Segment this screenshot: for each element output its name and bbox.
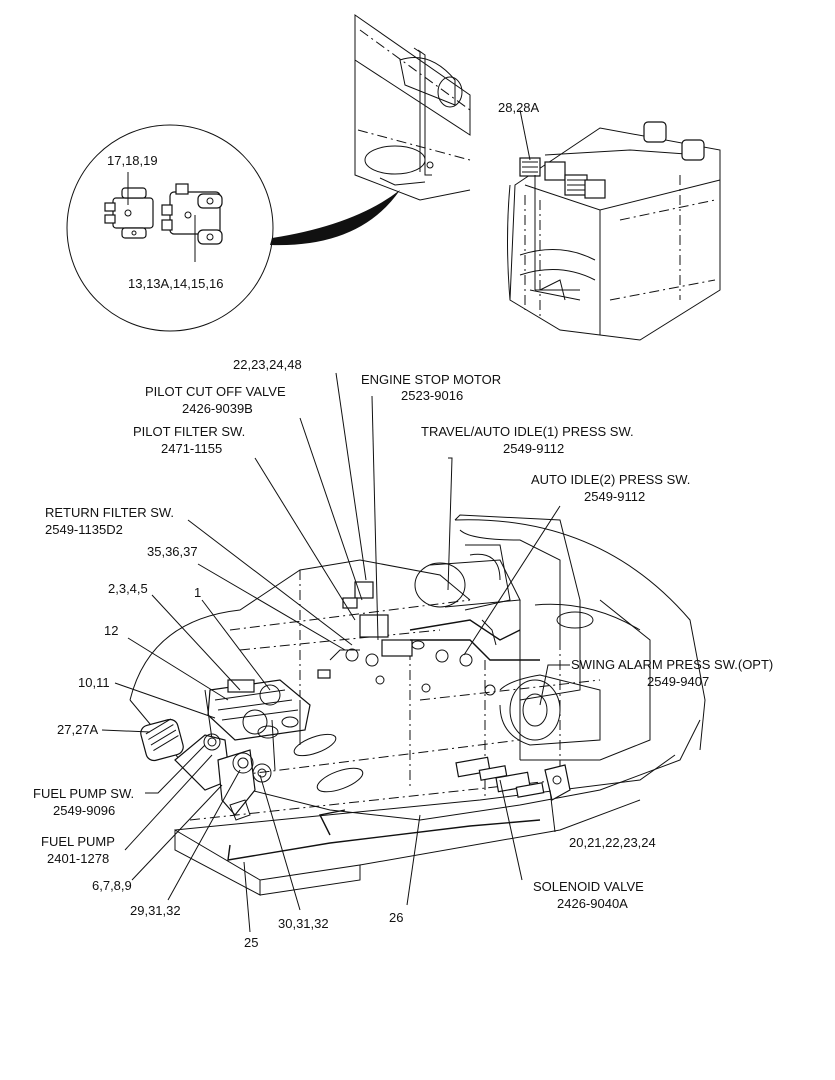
label-2-5: 2,3,4,5 <box>108 581 148 596</box>
label-27: 27,27A <box>57 722 99 737</box>
label-return-filter-name: RETURN FILTER SW. <box>45 505 174 520</box>
label-pilot-cutoff-num: 2426-9039B <box>182 401 253 416</box>
label-22-48: 22,23,24,48 <box>233 357 302 372</box>
label-auto-idle2-name: AUTO IDLE(2) PRESS SW. <box>531 472 690 487</box>
label-auto-idle2-num: 2549-9112 <box>584 489 645 504</box>
label-29: 29,31,32 <box>130 903 181 918</box>
label-solenoid-num: 2426-9040A <box>557 896 628 911</box>
label-return-filter-num: 2549-1135D2 <box>45 522 123 537</box>
label-engine-stop-name: ENGINE STOP MOTOR <box>361 372 501 387</box>
label-fuel-pump-sw-name: FUEL PUMP SW. <box>33 786 134 801</box>
label-6-9: 6,7,8,9 <box>92 878 132 893</box>
detail-pointer <box>270 190 400 246</box>
label-cab-lights: 28,28A <box>498 100 540 115</box>
label-swing-alarm-name: SWING ALARM PRESS SW.(OPT) <box>571 657 773 672</box>
label-pilot-filter-name: PILOT FILTER SW. <box>133 424 245 439</box>
label-30: 30,31,32 <box>278 916 329 931</box>
label-pilot-cutoff-name: PILOT CUT OFF VALVE <box>145 384 286 399</box>
label-25: 25 <box>244 935 258 950</box>
label-swing-alarm-num: 2549-9407 <box>647 674 709 689</box>
label-engine-stop-num: 2523-9016 <box>401 388 463 403</box>
label-20-24: 20,21,22,23,24 <box>569 835 656 850</box>
label-1: 1 <box>194 585 201 600</box>
label-12: 12 <box>104 623 118 638</box>
upper-frame-section <box>354 14 471 201</box>
label-travel-name: TRAVEL/AUTO IDLE(1) PRESS SW. <box>421 424 634 439</box>
label-detail-bottom: 13,13A,14,15,16 <box>128 276 223 291</box>
label-solenoid-name: SOLENOID VALVE <box>533 879 644 894</box>
label-pilot-filter-num: 2471-1155 <box>161 441 222 456</box>
callout-labels: 17,18,19 13,13A,14,15,16 28,28A 22,23,24… <box>33 100 773 950</box>
label-travel-num: 2549-9112 <box>503 441 564 456</box>
label-fuel-pump-num: 2401-1278 <box>47 851 109 866</box>
label-fuel-pump-sw-num: 2549-9096 <box>53 803 115 818</box>
label-26: 26 <box>389 910 403 925</box>
label-detail-top: 17,18,19 <box>107 153 158 168</box>
label-10-11: 10,11 <box>78 675 110 690</box>
label-35-37: 35,36,37 <box>147 544 198 559</box>
leader-lines <box>101 372 570 933</box>
machine-body <box>129 514 706 896</box>
cab-assembly <box>507 109 721 341</box>
label-fuel-pump-name: FUEL PUMP <box>41 834 115 849</box>
detail-circle <box>66 124 274 332</box>
